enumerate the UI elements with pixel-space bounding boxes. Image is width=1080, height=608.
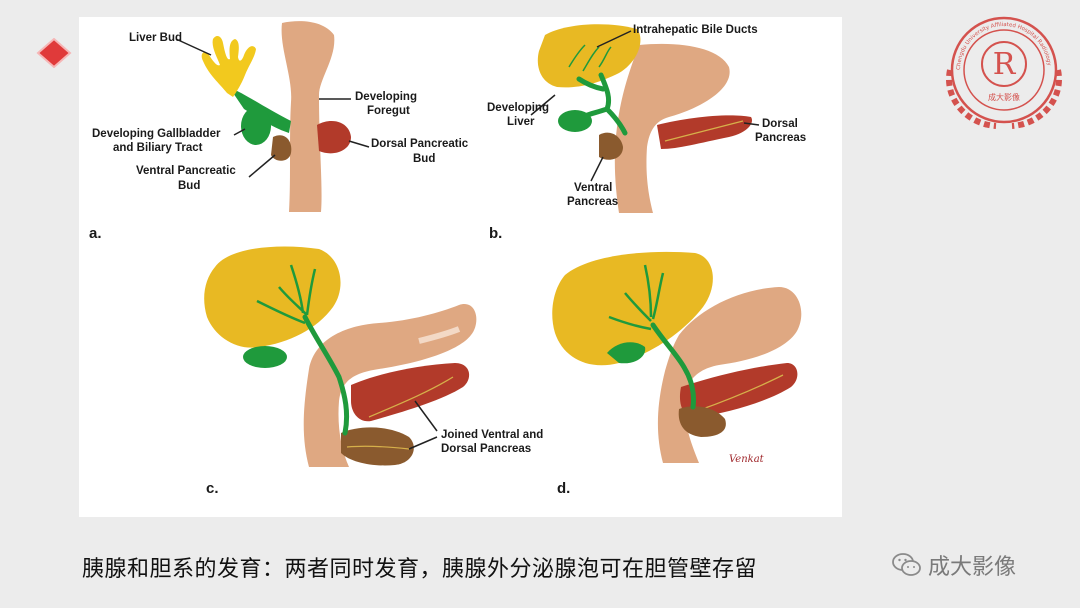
dorsal-pancreas-b xyxy=(657,115,752,149)
panel-label-c: c. xyxy=(206,480,219,497)
artist-signature: Venkat xyxy=(729,454,765,465)
panel-c: Joined Ventral and Dorsal Pancreas c. xyxy=(204,246,543,497)
dorsal-bud-a xyxy=(317,121,351,153)
gallbladder-b xyxy=(558,110,592,132)
diamond-bullet-icon xyxy=(36,38,72,68)
label-ventral-bud-1: Ventral Pancreatic xyxy=(136,165,236,177)
label-dorsal-bud-2: Bud xyxy=(413,153,435,165)
label-joined-1: Joined Ventral and xyxy=(441,429,543,441)
label-joined-2: Dorsal Pancreas xyxy=(441,443,531,455)
wechat-watermark: 成大影像 xyxy=(892,549,1016,581)
gallbladder-a xyxy=(241,107,271,145)
pancreas-development-figure: Liver Bud Developing Foregut Developing … xyxy=(79,17,842,517)
label-developing-foregut-1: Developing xyxy=(355,91,417,103)
label-dorsal-bud-1: Dorsal Pancreatic xyxy=(371,138,469,150)
slide-caption: 胰腺和胆系的发育：两者同时发育，胰腺外分泌腺泡可在胆管壁存留 xyxy=(82,551,757,583)
watermark-text: 成大影像 xyxy=(928,549,1016,581)
label-intrahepatic: Intrahepatic Bile Ducts xyxy=(633,24,758,36)
seal-inner-text: 成大影像 xyxy=(988,92,1020,102)
label-dev-liver-2: Liver xyxy=(507,116,535,128)
seal-letter: R xyxy=(993,47,1017,82)
ventral-bud-a xyxy=(271,135,291,161)
panel-a: Liver Bud Developing Foregut Developing … xyxy=(89,21,469,242)
label-liver-bud: Liver Bud xyxy=(129,32,182,44)
panel-label-d: d. xyxy=(557,480,570,497)
label-developing-foregut-2: Foregut xyxy=(367,105,410,117)
label-ventral-pancreas-2: Pancreas xyxy=(567,196,618,208)
label-gallbladder-2: and Biliary Tract xyxy=(113,142,203,154)
label-ventral-bud-2: Bud xyxy=(178,180,200,192)
label-dorsal-pancreas-1: Dorsal xyxy=(762,118,798,130)
radiology-seal-logo: R 成大影像 Chengdu University Affiliated Hos… xyxy=(936,12,1072,130)
joined-pancreas-dorsal-c xyxy=(351,363,469,421)
gallbladder-c xyxy=(243,346,287,368)
panel-b: Intrahepatic Bile Ducts Developing Liver… xyxy=(487,24,806,242)
liver-c xyxy=(204,246,340,347)
label-dev-liver-1: Developing xyxy=(487,102,549,114)
label-ventral-pancreas-1: Ventral xyxy=(574,182,612,194)
panel-label-b: b. xyxy=(489,225,502,242)
label-gallbladder-1: Developing Gallbladder xyxy=(92,128,221,140)
foregut-tube-a xyxy=(282,21,335,212)
panel-label-a: a. xyxy=(89,225,102,242)
wechat-icon xyxy=(892,552,922,578)
liver-bud-a xyxy=(202,36,256,97)
panel-d: Venkat d. xyxy=(552,252,801,497)
label-dorsal-pancreas-2: Pancreas xyxy=(755,132,806,144)
